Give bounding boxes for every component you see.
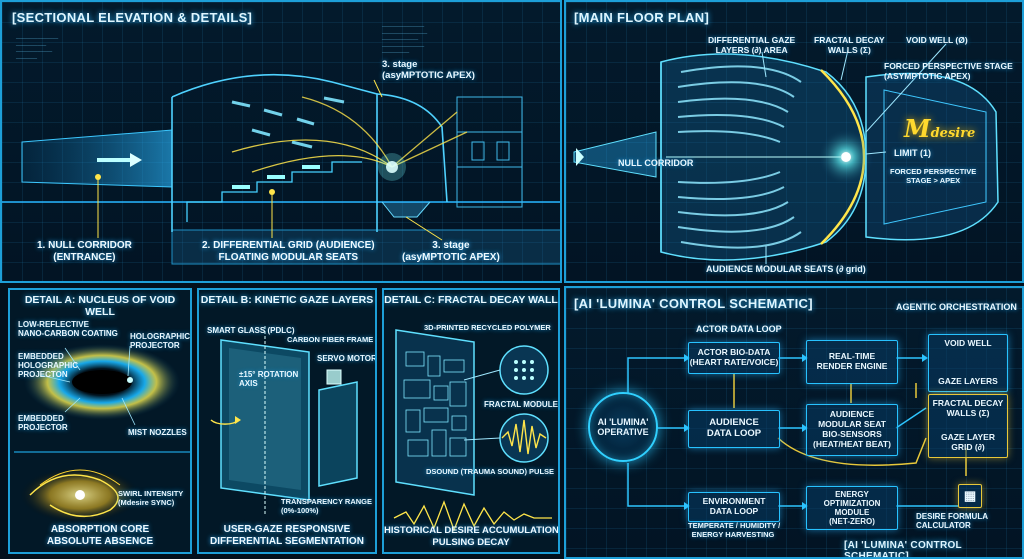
sectional-title: [SECTIONAL ELEVATION & DETAILS] — [12, 10, 253, 25]
void-well-box-label: VOID WELL — [944, 338, 992, 348]
fractal-walls-label: FRACTAL DECAY WALLS (Σ) — [814, 35, 885, 55]
control-title: [AI 'LUMINA' CONTROL SCHEMATIC] — [574, 296, 813, 311]
void-well-box: VOID WELL GAZE LAYERS — [928, 334, 1008, 392]
gaze-layer-illustration — [210, 326, 358, 515]
polymer-label: 3D-PRINTED RECYCLED POLYMER — [424, 323, 551, 332]
gaze-layers-label: DIFFERENTIAL GAZE LAYERS (∂) AREA — [708, 35, 796, 55]
differential-grid-label: 2. DIFFERENTIAL GRID (AUDIENCE) FLOATING… — [202, 240, 375, 263]
null-corridor-label: 1. NULL CORRIDOR (ENTRANCE) — [37, 240, 132, 263]
floor-plan-drawing — [573, 43, 999, 264]
void-well-label: VOID WELL (Ø) — [906, 35, 968, 45]
environment-sub-label: TEMPERATE / HUMIDITY / ENERGY HARVESTING — [688, 521, 780, 539]
carbon-frame-label: CARBON FIBER FRAME — [287, 335, 374, 344]
detail-a-footer: ABSORPTION CORE ABSOLUTE ABSENCE — [46, 524, 154, 547]
mist-nozzles-label: MIST NOZZLES — [128, 428, 187, 437]
floor-plan-title: [MAIN FLOOR PLAN] — [574, 10, 710, 25]
embedded-holo-label: EMBEDDED HOLOGRAPHIC PROJECTON — [18, 352, 78, 380]
detail-b-panel: DETAIL B: KINETIC GAZE LAYERS SMART GLAS… — [197, 288, 377, 554]
transparency-range-label: TRANSPARENCY RANGE (0%-100%) — [281, 497, 372, 515]
stage-bottom-label: 3. stage (asyMPTOTIC APEX) — [402, 240, 500, 263]
section-drawing — [2, 73, 560, 265]
detail-c-panel: DETAIL C: FRACTAL DECAY WALL 3D-PRINTED … — [382, 288, 560, 554]
energy-module-box: ENERGY OPTIMIZATION MODULE (NET-ZERO) — [806, 486, 898, 530]
fractal-module-label: FRACTAL MODULE — [484, 400, 558, 409]
dsound-label: DSOUND (TRAUMA SOUND) PULSE — [426, 467, 555, 476]
gaze-grid-box-label: GAZE LAYER GRID (∂) — [940, 432, 995, 453]
m-desire-sub: desire — [930, 126, 976, 141]
fractal-walls-box: FRACTAL DECAY WALLS (Σ) GAZE LAYER GRID … — [928, 394, 1008, 458]
actor-bio-box: ACTOR BIO-DATA (HEART RATE/VOICE) — [688, 342, 780, 374]
holo-projector-label: HOLOGRAPHIC PROJECTOR — [130, 332, 190, 351]
audience-seat-box: AUDIENCE MODULAR SEAT BIO-SENSORS (HEAT/… — [806, 404, 898, 456]
actor-loop-label: ACTOR DATA LOOP — [696, 324, 782, 334]
calculator-icon: ▦ — [958, 484, 982, 508]
rotation-axis-label: ±15° ROTATION AXIS — [239, 370, 299, 389]
m-desire-symbol: Mdesire — [904, 114, 975, 143]
coating-label: LOW-REFLECTIVE NANO-CARBON COATING — [18, 320, 118, 339]
detail-b-title: DETAIL B: KINETIC GAZE LAYERS — [200, 294, 374, 306]
environment-loop-box: ENVIRONMENT DATA LOOP — [688, 492, 780, 522]
detail-c-title: DETAIL C: FRACTAL DECAY WALL — [384, 294, 558, 306]
audience-loop-box: AUDIENCE DATA LOOP — [688, 410, 780, 448]
decor-text: ────────────────────────────────────────… — [382, 24, 428, 56]
null-corridor-plan-label: NULL CORRIDOR — [618, 158, 694, 168]
forced-stage-label: FORCED PERSPECTIVE STAGE (ASYMPTOTIC APE… — [884, 61, 1013, 81]
gaze-layers-box-label: GAZE LAYERS — [938, 376, 998, 387]
detail-a-title: DETAIL A: NUCLEUS OF VOID WELL — [24, 294, 176, 318]
smart-glass-label: SMART GLASS (PDLC) — [207, 326, 295, 335]
servo-motor-label: SERVO MOTOR — [317, 354, 377, 363]
detail-b-footer: USER-GAZE RESPONSIVE DIFFERENTIAL SEGMEN… — [210, 524, 364, 547]
embedded-projector-label: EMBEDDED PROJECTOR — [18, 414, 68, 433]
fractal-walls-box-label: FRACTAL DECAY WALLS (Σ) — [932, 398, 1004, 418]
detail-c-footer: HISTORICAL DESIRE ACCUMULATION PULSING D… — [384, 525, 559, 548]
m-desire-letter: M — [904, 114, 931, 143]
floor-plan-panel: [MAIN FLOOR PLAN] DIFFERENTIAL G — [564, 0, 1024, 283]
void-well-illustration — [14, 344, 190, 523]
swirl-intensity-label: SWIRL INTENSITY (Mdesire SYNC) — [118, 489, 184, 507]
control-schematic-panel: [AI 'LUMINA' CONTROL SCHEMATIC] AGENTIC … — [564, 286, 1024, 559]
decor-text: ────────────────────────────────────────… — [16, 36, 59, 62]
stage-top-label: 3. stage (asyMPTOTIC APEX) — [382, 59, 475, 81]
ai-lumina-core: AI 'LUMINA' OPERATIVE — [588, 392, 658, 462]
agentic-orchestration-label: AGENTIC ORCHESTRATION — [896, 302, 1017, 312]
forced-apex-label: FORCED PERSPECTIVE STAGE > APEX — [890, 167, 977, 185]
limit-label: LIMIT (1) — [894, 148, 931, 158]
audience-seats-label: AUDIENCE MODULAR SEATS (∂ grid) — [706, 264, 866, 274]
control-footer-title: [AI 'LUMINA' CONTROL SCHEMATIC] — [844, 540, 962, 559]
realtime-render-box: REAL-TIME RENDER ENGINE — [806, 340, 898, 384]
fractal-wall-illustration — [393, 329, 552, 532]
desire-calc-label: DESIRE FORMULA CALCULATOR — [916, 512, 988, 531]
sectional-elevation-panel: [SECTIONAL ELEVATION & DETAILS] ────────… — [0, 0, 562, 283]
detail-a-panel: DETAIL A: NUCLEUS OF VOID WELL LOW-REFLE… — [8, 288, 192, 554]
schematic-connectors — [627, 354, 967, 510]
